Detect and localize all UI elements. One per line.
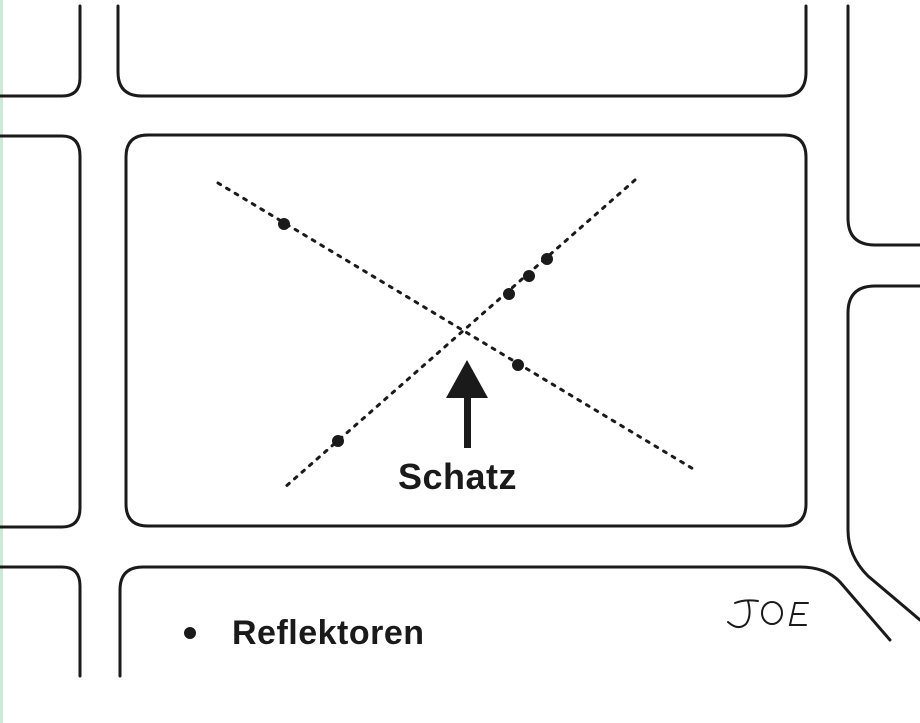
legend-label: Reflektoren bbox=[232, 614, 425, 652]
block-top-left bbox=[0, 4, 82, 98]
block-bottom-left bbox=[0, 565, 82, 678]
sight-line-2 bbox=[282, 178, 637, 490]
reflector-dot bbox=[332, 435, 344, 447]
reflector-dot bbox=[278, 218, 290, 230]
block-top-right bbox=[846, 4, 920, 247]
legend-dot-icon bbox=[184, 627, 196, 639]
sight-line-1 bbox=[216, 181, 697, 472]
block-top-center bbox=[116, 4, 808, 98]
reflector-dot bbox=[503, 288, 515, 300]
signature-joe bbox=[727, 599, 809, 628]
block-bottom-center bbox=[118, 565, 892, 678]
page-edge bbox=[0, 0, 3, 723]
arrow-up-icon bbox=[446, 360, 488, 448]
block-center bbox=[124, 133, 808, 528]
reflector-dot bbox=[512, 359, 524, 371]
treasure-label: Schatz bbox=[398, 456, 518, 497]
reflector-dot bbox=[523, 270, 535, 282]
block-mid-right bbox=[846, 284, 920, 622]
block-mid-left bbox=[0, 134, 82, 529]
reflector-dot bbox=[541, 253, 553, 265]
